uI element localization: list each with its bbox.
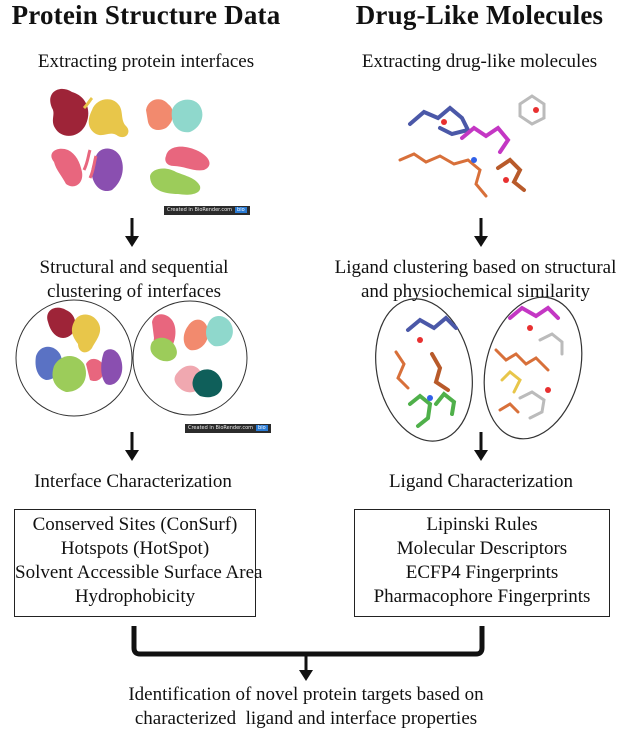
- ligand-features-box: Lipinski Rules Molecular Descriptors ECF…: [354, 509, 610, 617]
- left-arrow-1: [125, 218, 139, 247]
- ligand-feature-item: ECFP4 Fingerprints: [405, 562, 559, 583]
- ligand-cluster-1: [375, 298, 473, 442]
- output-line2: characterized ligand and interface prope…: [134, 708, 478, 729]
- ligand-cluster-2: [483, 296, 583, 440]
- interface-clusters-illustration: [15, 299, 248, 417]
- biorender-logo: bio: [235, 207, 247, 213]
- ligand-feature-item: Pharmacophore Fingerprints: [373, 586, 591, 607]
- watermark-text: Created in BioRender.com: [188, 425, 254, 431]
- interface-contact-mark: [82, 96, 94, 110]
- ligand-clusters-illustration: [375, 296, 583, 442]
- teal-protein-blob: [171, 99, 203, 133]
- interface-feature-item: Hotspots (HotSpot): [60, 538, 210, 559]
- watermark-text: Created in BioRender.com: [167, 207, 233, 213]
- interface-contact-mark: [88, 155, 98, 179]
- drug-molecules-illustration: [398, 94, 546, 198]
- pink-chain-blob: [165, 146, 210, 171]
- output-line1: Identification of novel protein targets …: [128, 684, 484, 705]
- orange-chain-ligand: [398, 152, 488, 198]
- atom: [503, 177, 509, 183]
- blue-ligand: [408, 105, 471, 137]
- right-column-title: Drug-Like Molecules: [355, 0, 604, 30]
- magenta-ligand: [460, 125, 511, 154]
- interface-cluster-2: [132, 300, 248, 416]
- atom: [441, 119, 447, 125]
- output-label: Identification of novel protein targets …: [0, 683, 612, 731]
- right-step2-line1: Ligand clustering based on structural: [334, 257, 617, 278]
- right-step3-label: Ligand Characterization: [388, 471, 574, 492]
- brown-ligand: [496, 157, 526, 192]
- ligand-feature-item: Molecular Descriptors: [396, 538, 568, 559]
- left-column-title: Protein Structure Data: [11, 0, 281, 30]
- atom: [471, 157, 477, 163]
- ligand-feature-item: Lipinski Rules: [426, 514, 538, 535]
- left-step2-line2: clustering of interfaces: [46, 281, 222, 302]
- interface-feature-item: Conserved Sites (ConSurf): [32, 514, 238, 535]
- interface-cluster-1: [15, 299, 133, 417]
- right-arrow-1: [474, 218, 488, 247]
- left-arrow-2: [125, 432, 139, 461]
- left-step3-label: Interface Characterization: [34, 471, 232, 492]
- left-step2-line1: Structural and sequential: [39, 257, 229, 278]
- merge-bracket: [131, 626, 485, 657]
- interface-contact-mark: [82, 149, 92, 171]
- yellow-protein-blob: [88, 99, 129, 138]
- right-arrow-2: [474, 432, 488, 461]
- pink-protein-blob: [51, 148, 83, 187]
- interface-feature-item: Hydrophobicity: [74, 586, 196, 607]
- atom: [533, 107, 539, 113]
- left-step2-label: Structural and sequential clustering of …: [0, 256, 268, 304]
- salmon-protein-blob: [146, 99, 174, 130]
- interface-features-box: Conserved Sites (ConSurf) Hotspots (HotS…: [14, 509, 263, 617]
- green-chain-blob: [150, 168, 201, 195]
- purple-protein-blob: [91, 148, 123, 192]
- left-step1-label: Extracting protein interfaces: [37, 51, 255, 72]
- final-arrow: [299, 654, 313, 681]
- dark-red-protein-blob: [50, 88, 89, 136]
- biorender-logo: bio: [256, 425, 268, 431]
- right-step2-label: Ligand clustering based on structural an…: [322, 256, 629, 304]
- interface-feature-item: Solvent Accessible Surface Area: [15, 562, 263, 583]
- right-step2-line2: and physiochemical similarity: [360, 281, 590, 302]
- gray-ring-ligand: [518, 94, 546, 126]
- right-step1-label: Extracting drug-like molecules: [361, 51, 598, 72]
